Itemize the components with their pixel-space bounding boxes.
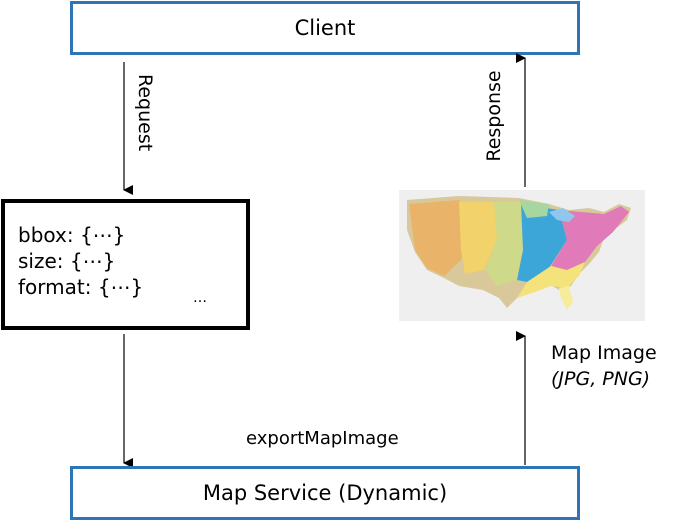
param-bbox: bbox: {⋯}: [18, 223, 126, 247]
map-service-label: Map Service (Dynamic): [202, 481, 448, 505]
client-box: Client: [70, 1, 580, 55]
western-ranges: [409, 200, 469, 276]
response-label: Response: [483, 70, 505, 162]
client-label: Client: [294, 16, 356, 40]
export-operation-label: exportMapImage: [246, 428, 399, 449]
rocky-mountains: [459, 202, 497, 274]
great-plains: [485, 202, 523, 286]
map-image-title: Map Image: [551, 342, 657, 364]
coastal-plain: [517, 262, 585, 298]
map-service-box: Map Service (Dynamic): [70, 466, 580, 520]
request-parameters-box: bbox: {⋯} size: {⋯} format: {⋯} …: [1, 199, 250, 330]
shield-region: [519, 200, 549, 218]
request-label: Request: [134, 74, 156, 152]
central-lowlands: [517, 204, 567, 282]
map-graphic: [407, 196, 631, 310]
map-image-label: Map Image (JPG, PNG): [551, 340, 657, 392]
appalachians: [551, 206, 629, 270]
map-image-formats: (JPG, PNG): [551, 368, 651, 390]
param-format: format: {⋯}: [18, 275, 144, 299]
us-geology-map-image: [399, 190, 645, 321]
great-lakes: [549, 208, 575, 222]
more-params-ellipsis: …: [193, 290, 207, 306]
param-size: size: {⋯}: [18, 249, 116, 273]
florida: [559, 286, 573, 310]
